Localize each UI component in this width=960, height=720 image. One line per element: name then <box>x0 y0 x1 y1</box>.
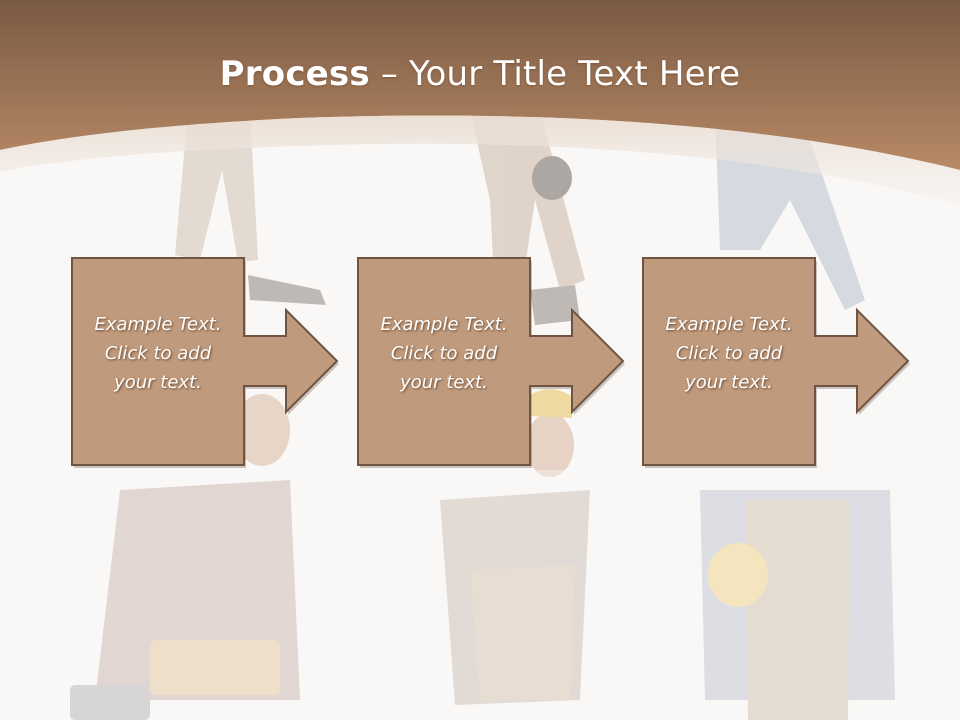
step-3-arrow-box[interactable] <box>642 257 910 466</box>
step-3-line3: your text. <box>685 372 773 393</box>
title-separator: – <box>369 54 410 94</box>
step-2-line2: Click to add <box>390 343 498 364</box>
step-3-line2: Click to add <box>675 343 783 364</box>
slide-title[interactable]: Process – Your Title Text Here <box>0 52 960 96</box>
step-2-line1: Example Text. <box>380 314 508 335</box>
header-band <box>0 0 960 170</box>
step-1-line2: Click to add <box>104 343 212 364</box>
title-bold: Process <box>219 54 370 94</box>
step-2-arrow-box[interactable] <box>357 257 625 466</box>
title-rest: Your Title Text Here <box>409 54 741 94</box>
step-1-line1: Example Text. <box>94 314 222 335</box>
step-1-text[interactable]: Example Text. Click to add your text. <box>72 310 244 397</box>
step-2-text[interactable]: Example Text. Click to add your text. <box>358 310 530 397</box>
step-1-arrow-box[interactable] <box>71 257 339 466</box>
step-2-line3: your text. <box>400 372 488 393</box>
step-3-line1: Example Text. <box>665 314 793 335</box>
header-swoosh <box>0 115 960 205</box>
step-1-line3: your text. <box>114 372 202 393</box>
workers-photo <box>70 110 895 720</box>
step-3-text[interactable]: Example Text. Click to add your text. <box>643 310 815 397</box>
